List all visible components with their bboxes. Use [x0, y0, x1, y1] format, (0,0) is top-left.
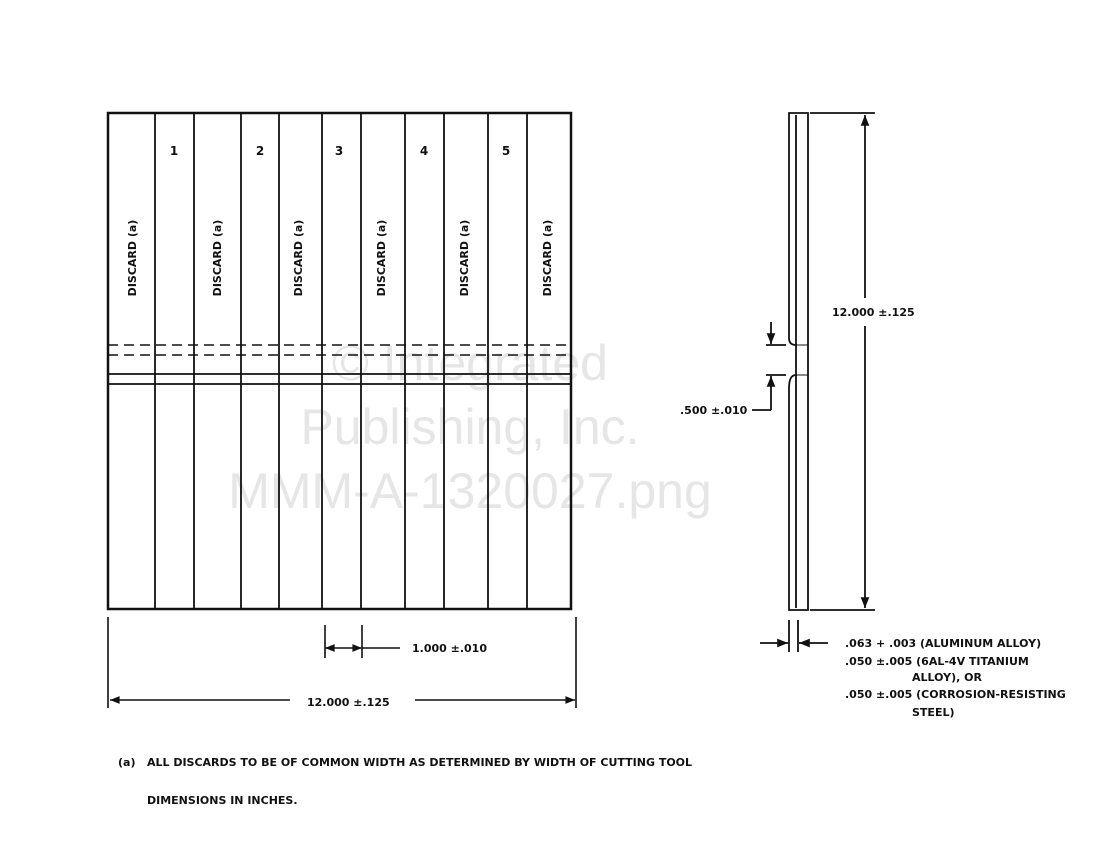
watermark: © Integrated Publishing, Inc. MMM-A-1320… — [228, 335, 712, 519]
thickness-steel-cont: STEEL) — [912, 706, 955, 719]
specimen-number: 4 — [420, 144, 428, 158]
overall-height-label: 12.000 ±.125 — [832, 306, 915, 319]
discard-label: DISCARD (a) — [211, 220, 224, 297]
thickness-titanium-cont: ALLOY), OR — [912, 671, 982, 684]
thickness-titanium: .050 ±.005 (6AL-4V TITANIUM — [845, 655, 1029, 668]
discard-label: DISCARD (a) — [541, 220, 554, 297]
panel-front-view — [106, 111, 573, 611]
discard-label: DISCARD (a) — [292, 220, 305, 297]
thickness-aluminum: .063 + .003 (ALUMINUM ALLOY) — [845, 637, 1041, 650]
specimen-number: 5 — [502, 144, 510, 158]
footnote-a: (a) ALL DISCARDS TO BE OF COMMON WIDTH A… — [118, 756, 692, 769]
discard-label: DISCARD (a) — [126, 220, 139, 297]
discard-label: DISCARD (a) — [375, 220, 388, 297]
thickness-steel: .050 ±.005 (CORROSION-RESISTING — [845, 688, 1066, 701]
specimen-number: 1 — [170, 144, 178, 158]
width-dimensions — [107, 617, 577, 708]
discard-label: DISCARD (a) — [458, 220, 471, 297]
watermark-line-1: © Integrated — [332, 335, 608, 391]
watermark-line-3: MMM-A-1320027.png — [228, 463, 712, 519]
watermark-line-2: Publishing, Inc. — [300, 399, 639, 455]
overall-width-label: 12.000 ±.125 — [307, 696, 390, 709]
panel-side-view — [752, 112, 875, 652]
units-note: DIMENSIONS IN INCHES. — [147, 794, 298, 807]
specimen-number: 3 — [335, 144, 343, 158]
specimen-number: 2 — [256, 144, 264, 158]
notch-width-label: .500 ±.010 — [680, 404, 748, 417]
specimen-width-label: 1.000 ±.010 — [412, 642, 487, 655]
thickness-notes: .063 + .003 (ALUMINUM ALLOY) .050 ±.005 … — [845, 637, 1066, 719]
